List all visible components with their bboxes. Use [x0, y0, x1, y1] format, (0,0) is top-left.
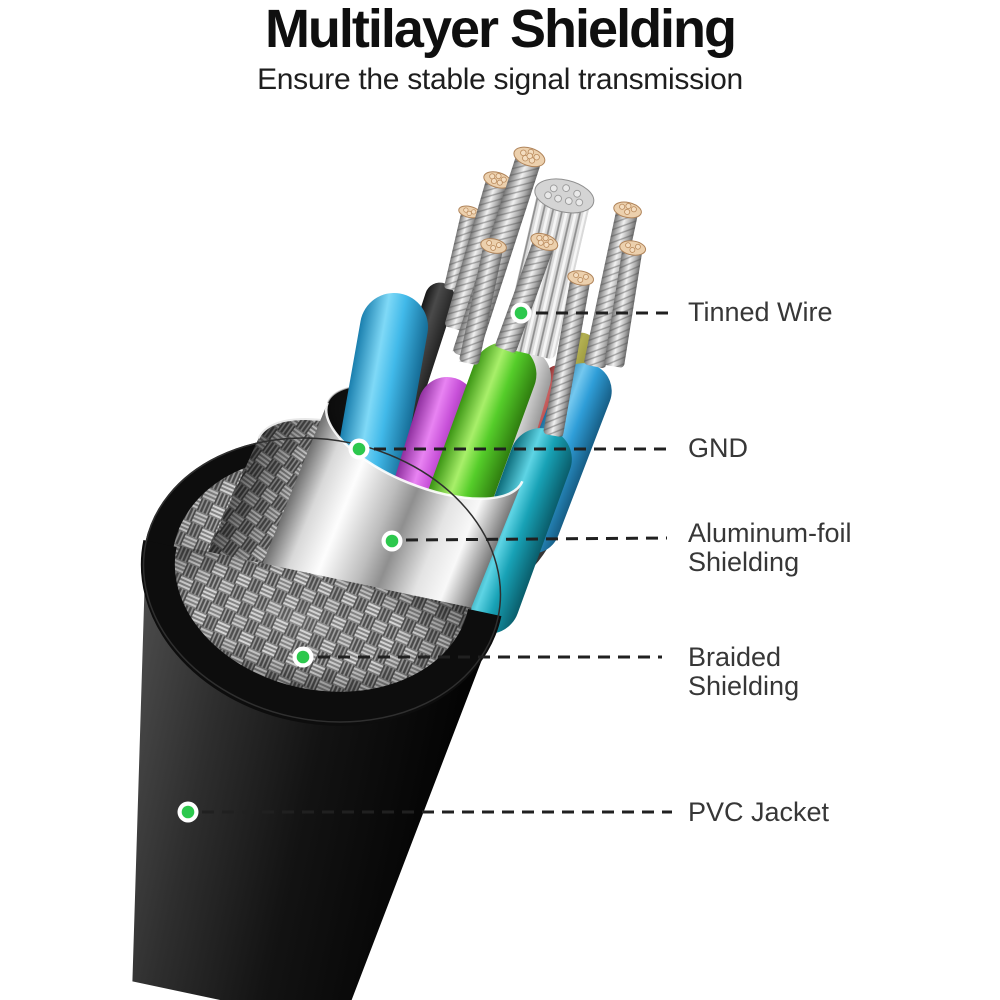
callout-label-line: Shielding: [688, 547, 800, 577]
callout-pvc-jacket: [177, 801, 672, 823]
tinned-strand-bundle: [443, 205, 481, 292]
tinned-strand-bundle: [444, 171, 512, 332]
callout-label-gnd: GND: [688, 434, 988, 463]
callout-label-line: Shielding: [688, 671, 800, 701]
wire-teal: [457, 428, 572, 634]
callout-tinned-wire: [510, 302, 672, 324]
callout-label-line: GND: [688, 433, 748, 463]
callout-label-pvc-jacket: PVC Jacket: [688, 798, 988, 827]
callout-label-tinned-wire: Tinned Wire: [688, 298, 988, 327]
callout-label-line: Aluminum-foil: [688, 518, 852, 548]
tinned-strand-bundle: [604, 240, 647, 369]
callout-braided-shielding: [292, 646, 662, 668]
callout-gnd: [348, 438, 668, 460]
tinned-strand-bundle: [458, 238, 507, 366]
page-title: Multilayer Shielding: [264, 0, 737, 59]
tinned-strand-bundle: [543, 270, 595, 438]
callout-label-line: Tinned Wire: [688, 297, 833, 327]
page-subtitle: Ensure the stable signal transmission: [257, 63, 743, 96]
callout-label-aluminum-foil-shielding: Aluminum-foil Shielding: [688, 519, 988, 577]
leader-line-aluminum-foil: [405, 536, 668, 542]
callout-aluminum-foil: [381, 530, 668, 552]
pvc-jacket-front-rim: [140, 540, 502, 726]
callout-label-line: Braided: [688, 642, 782, 672]
tinned-strand-bundle-green: [494, 232, 559, 354]
callout-label-braided-shielding: Braided Shielding: [688, 643, 988, 701]
callout-label-line: PVC Jacket: [688, 797, 830, 827]
